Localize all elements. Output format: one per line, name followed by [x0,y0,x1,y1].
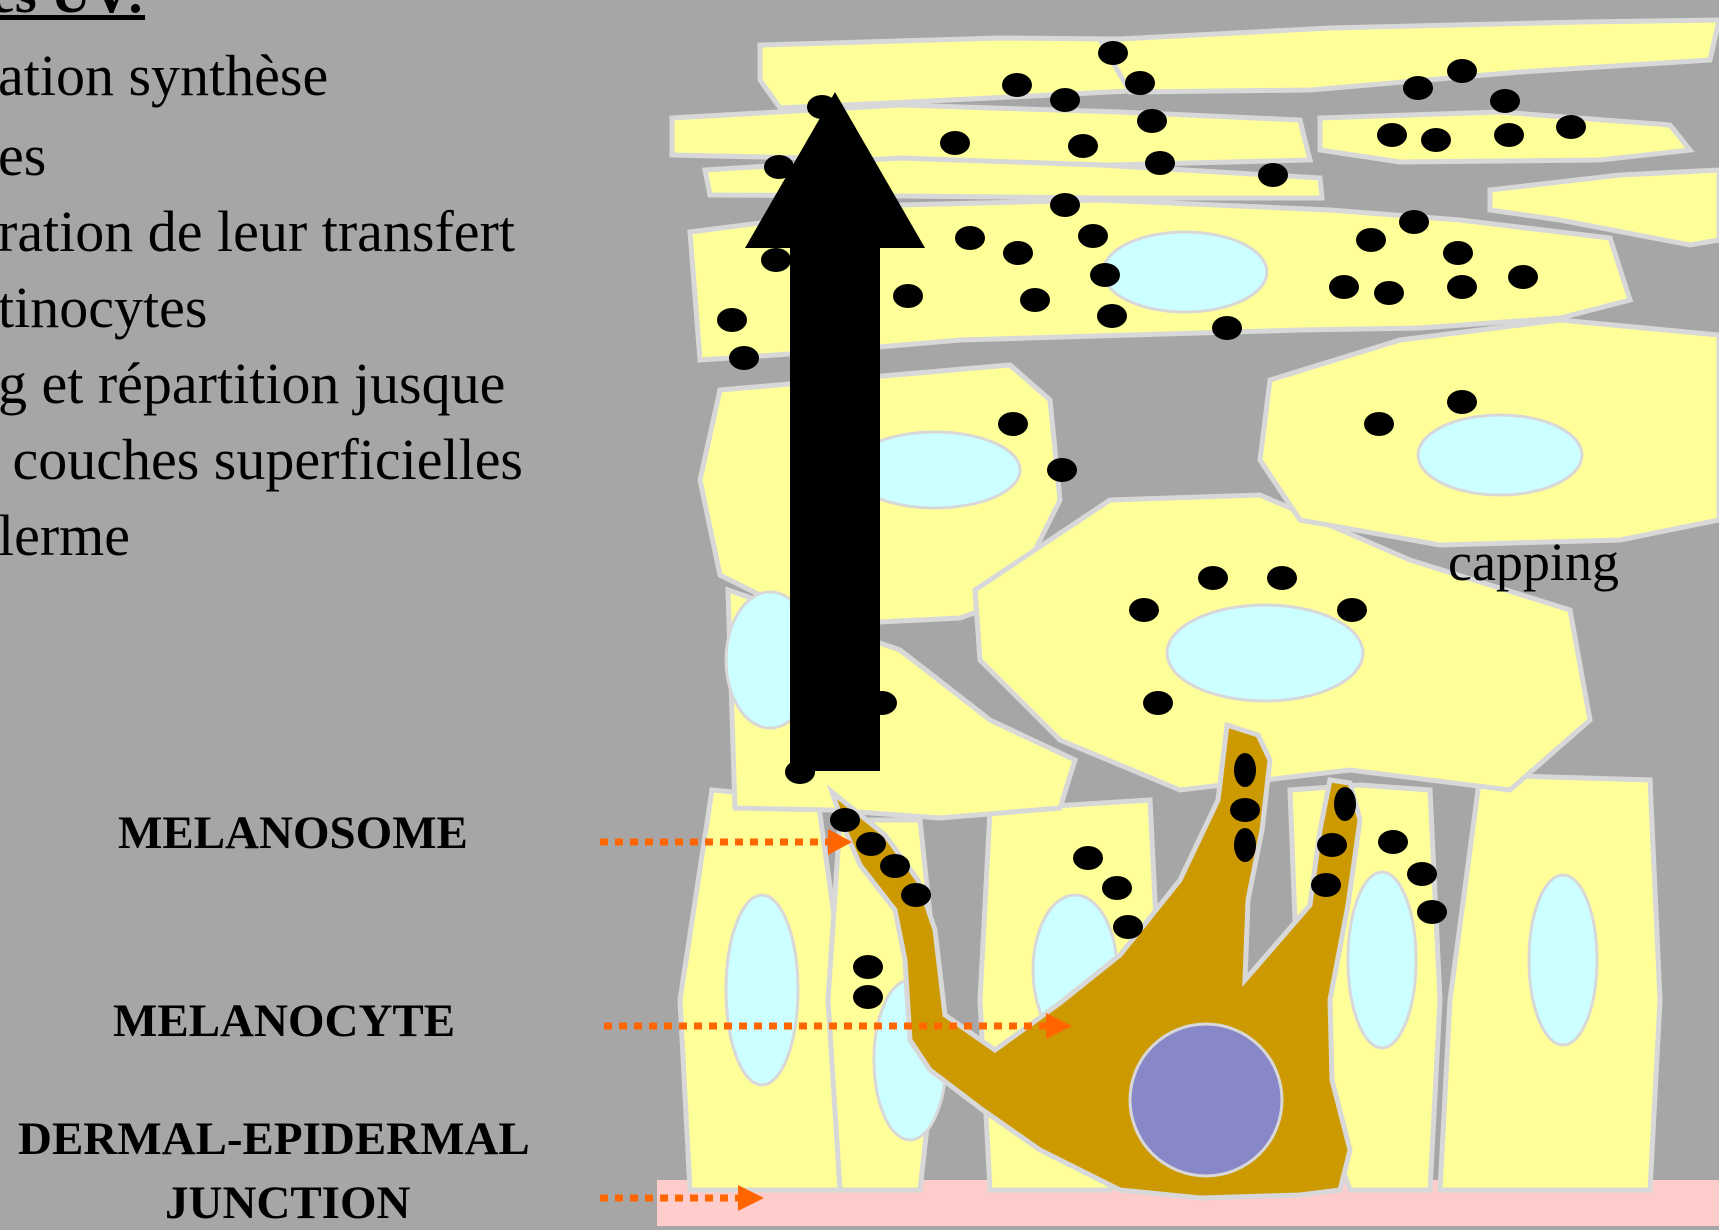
melanosome [1090,263,1120,287]
melanosome [764,155,794,179]
melanosome [867,691,897,715]
melanosome [1073,846,1103,870]
melanosome [1098,41,1128,65]
melanosome [955,226,985,250]
melanosome [1068,134,1098,158]
bullet-line: ration de leur transfert [0,194,515,270]
melanosome [1258,163,1288,187]
junction-label-line2: JUNCTION [165,1176,410,1230]
melanosome [785,760,815,784]
melanosome [901,883,931,907]
bullet-line: tinocytes [0,270,207,346]
melanosome [1556,115,1586,139]
melanosome [1003,241,1033,265]
melanosome [1137,109,1167,133]
melanosome [1356,228,1386,252]
melanosome [1113,915,1143,939]
capping-label: capping [1448,531,1619,593]
corneum-flake [672,105,1310,165]
bullet-line: lerme [0,498,130,574]
melanosome [1403,76,1433,100]
melanosome [998,412,1028,436]
melanosome [717,308,747,332]
melanosome [1490,89,1520,113]
melanosome [893,284,923,308]
keratinocyte-nucleus [1167,605,1363,701]
melanosome [1421,128,1451,152]
melanosome [1311,873,1341,897]
melanosome [1267,566,1297,590]
melanosome [1125,71,1155,95]
melanosome [1002,73,1032,97]
melanosome-label: MELANOSOME [118,806,468,860]
melanosome [1129,598,1159,622]
melanosome [1329,275,1359,299]
keratinocyte-nucleus [726,895,798,1085]
melanosome [1047,458,1077,482]
melanosome [1097,304,1127,328]
bullet-line: couches superficielles [0,422,523,498]
melanocyte-label: MELANOCYTE [113,994,455,1048]
melanosome [1447,275,1477,299]
melanosome [880,854,910,878]
melanosome [1399,210,1429,234]
melanosome [1364,412,1394,436]
bullet-line: g et répartition jusque [0,346,505,422]
melanosome [1102,876,1132,900]
melanosome [1447,59,1477,83]
melanosome [1145,151,1175,175]
melanosome [1212,316,1242,340]
melanosome [761,248,791,272]
melanosome [1447,390,1477,414]
melanosome [807,95,837,119]
melanosome [1494,123,1524,147]
bullet-line: ation synthèse [0,38,328,114]
melanosome [1317,833,1347,857]
melanosome [853,985,883,1009]
melanosome [1374,281,1404,305]
melanocyte-nucleus [1130,1024,1282,1176]
melanosome [1337,598,1367,622]
melanosome [1230,798,1260,822]
melanosome [1378,830,1408,854]
melanosome [1508,265,1538,289]
melanosome [856,832,886,856]
bullet-line: es [0,118,46,194]
melanosome [1198,566,1228,590]
melanosome [1417,900,1447,924]
keratinocyte-nucleus [1103,232,1267,312]
melanosome [1407,862,1437,886]
keratinocyte-nucleus [1529,875,1597,1045]
melanosome [1050,88,1080,112]
melanosome [1078,224,1108,248]
melanosome [1050,193,1080,217]
melanosome [830,808,860,832]
melanosome [853,955,883,979]
melanosome [1334,787,1356,821]
melanosome [1377,123,1407,147]
melanosome [1020,288,1050,312]
melanosome [1234,753,1256,787]
arrow-shaft [790,238,880,771]
melanosome [1234,828,1256,862]
keratinocyte-nucleus [1348,872,1416,1048]
melanosome [1443,241,1473,265]
keratinocyte-nucleus [1418,415,1582,495]
slide-title: es UV: [0,0,145,26]
melanosome [729,346,759,370]
melanosome [940,131,970,155]
junction-label-line1: DERMAL-EPIDERMAL [18,1112,530,1166]
melanosome [1143,691,1173,715]
